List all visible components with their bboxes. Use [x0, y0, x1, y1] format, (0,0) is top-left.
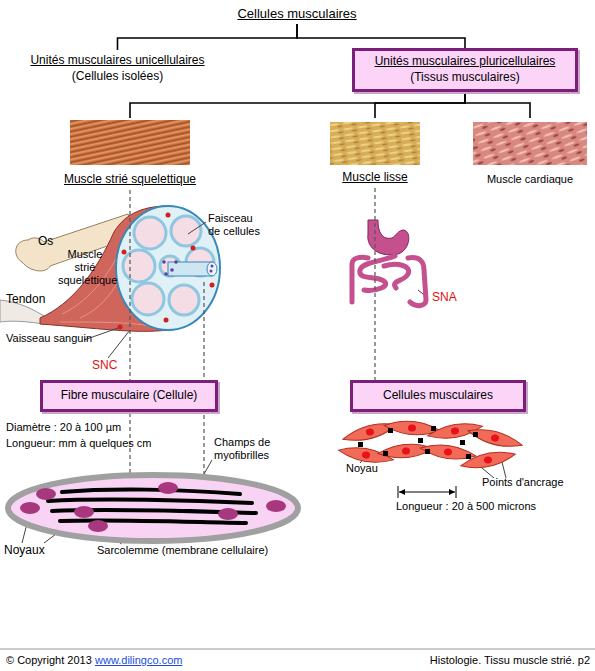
node-text: (Tissus musculaires) [410, 70, 520, 86]
page-footer: Histologie. Tissu muscle strié. p2 [380, 654, 590, 667]
node-text: Cellules musculaires [237, 6, 356, 23]
tree-connector [118, 24, 298, 50]
node-text: Muscle cardiaque [487, 172, 573, 186]
digestive-tract [352, 220, 426, 306]
footer-rule [0, 649, 595, 650]
part-label: Points d'ancrage [482, 476, 564, 489]
tissue-node: Muscle cardiaque [470, 118, 590, 188]
root-heading: Cellules musculaires [222, 4, 372, 24]
category-box: Unités musculaires pluricellulaires(Tiss… [352, 48, 578, 92]
node-text: Muscle lisse [342, 170, 407, 186]
part-label: Faisceau de cellules [208, 212, 264, 238]
node-text: (Cellules isolées) [72, 69, 163, 85]
tree-connector [130, 92, 465, 118]
website-link: www.dilingco.com [95, 654, 182, 667]
part-label: Tendon [6, 292, 45, 306]
cardiac-tissue [473, 122, 587, 165]
dimension-text: Longueur : 20 à 500 microns [396, 500, 536, 513]
node-text: Fibre musculaire (Cellule) [61, 388, 198, 404]
dashed-connector [374, 188, 375, 380]
cell-box: Fibre musculaire (Cellule) [40, 380, 218, 412]
dimension-text: Longueur: mm à quelques cm [6, 437, 152, 450]
part-label: Os [38, 234, 53, 248]
fibre-cell [8, 475, 298, 541]
nerve-label: SNC [92, 358, 117, 372]
node-text: Unités musculaires pluricellulaires [375, 54, 556, 70]
tree-connector [297, 24, 465, 48]
tissue-node: Muscle strié squelettique [40, 118, 220, 190]
striated-tissue [70, 120, 190, 165]
dashed-connector [129, 190, 130, 380]
node-text: Unités musculaires unicellulaires [30, 53, 204, 69]
part-label: Sarcolemme (membrane cellulaire) [97, 544, 268, 557]
copyright-text: © Copyright 2013 [6, 654, 92, 667]
smooth-tissue [330, 122, 420, 165]
part-label: Noyaux [4, 543, 45, 557]
part-label: Noyau [346, 462, 378, 475]
tissue-node: Muscle lisse [320, 118, 430, 188]
dimension-line [398, 486, 456, 498]
nerve-label: SNA [432, 290, 457, 304]
tree-connector [465, 92, 530, 118]
node-text: Muscle strié squelettique [64, 172, 196, 188]
part-label: Champs de myofibrilles [214, 436, 294, 462]
part-label: Vaisseau sanguin [6, 332, 92, 345]
node-text: Cellules musculaires [383, 388, 493, 404]
category-node: Unités musculaires unicellulaires(Cellul… [10, 50, 225, 88]
tree-connector [375, 92, 465, 118]
muscle-illustration [0, 206, 220, 331]
dimension-text: Diamètre : 20 à 100 µm [6, 421, 121, 434]
part-label: Muscle strié squelettique [58, 248, 112, 288]
cell-box: Cellules musculaires [350, 380, 526, 412]
